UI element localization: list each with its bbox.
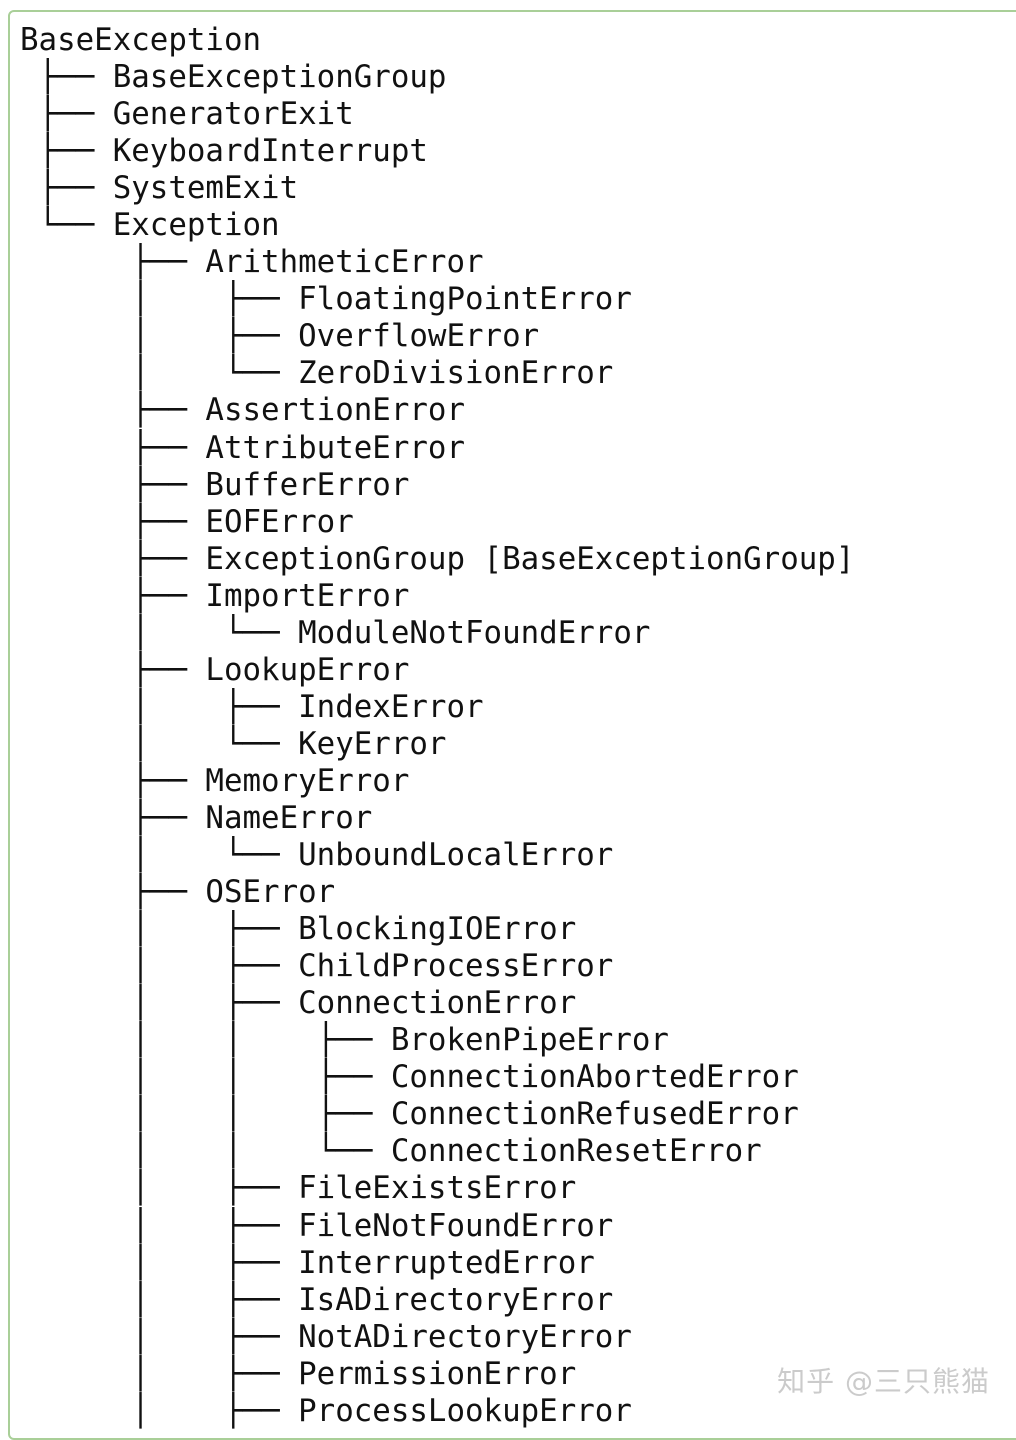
tree-line: │ ├── BlockingIOError (20, 911, 577, 948)
tree-line: │ ├── FileNotFoundError (20, 1207, 614, 1244)
tree-line: ├── SystemExit (20, 170, 299, 207)
tree-line: ├── BufferError (20, 466, 410, 503)
tree-line: ├── LookupError (20, 651, 410, 688)
exception-hierarchy-tree: BaseException ├── BaseExceptionGroup ├──… (20, 22, 854, 1430)
tree-line: └── Exception (20, 207, 280, 244)
tree-line: │ ├── FloatingPointError (20, 281, 632, 318)
tree-line: ├── ExceptionGroup [BaseExceptionGroup] (20, 540, 855, 577)
tree-line: ├── OSError (20, 874, 336, 911)
tree-line: │ ├── IndexError (20, 688, 484, 725)
tree-line: ├── ArithmeticError (20, 244, 484, 281)
tree-line: │ │ ├── BrokenPipeError (20, 1022, 669, 1059)
tree-line: │ ├── FileExistsError (20, 1170, 577, 1207)
tree-line: │ │ ├── ConnectionAbortedError (20, 1059, 799, 1096)
tree-line: │ │ ├── ConnectionRefusedError (20, 1096, 799, 1133)
tree-line: ├── AssertionError (20, 392, 465, 429)
tree-line: ├── ImportError (20, 577, 410, 614)
tree-line: │ ├── ConnectionError (20, 985, 577, 1022)
tree-line: │ └── KeyError (20, 725, 447, 762)
tree-line: │ └── ZeroDivisionError (20, 355, 614, 392)
zhihu-watermark: 知乎 @三只熊猫 (777, 1365, 990, 1398)
code-block-frame (8, 10, 1016, 1440)
tree-line: ├── NameError (20, 799, 373, 836)
tree-line: │ ├── PermissionError (20, 1355, 577, 1392)
tree-line: │ ├── NotADirectoryError (20, 1318, 632, 1355)
tree-line: │ ├── ProcessLookupError (20, 1392, 632, 1429)
tree-line: │ ├── InterruptedError (20, 1244, 595, 1281)
tree-line: │ │ └── ConnectionResetError (20, 1133, 762, 1170)
tree-line: ├── GeneratorExit (20, 96, 354, 133)
tree-line: │ ├── OverflowError (20, 318, 540, 355)
tree-line: │ ├── IsADirectoryError (20, 1281, 614, 1318)
tree-line: ├── KeyboardInterrupt (20, 133, 428, 170)
tree-line: │ ├── ChildProcessError (20, 948, 614, 985)
tree-line: │ └── ModuleNotFoundError (20, 614, 651, 651)
tree-line: ├── BaseExceptionGroup (20, 59, 447, 96)
tree-line: ├── AttributeError (20, 429, 465, 466)
tree-line: │ └── UnboundLocalError (20, 837, 614, 874)
tree-line: ├── EOFError (20, 503, 354, 540)
tree-line: BaseException (20, 22, 262, 58)
tree-line: ├── MemoryError (20, 762, 410, 799)
